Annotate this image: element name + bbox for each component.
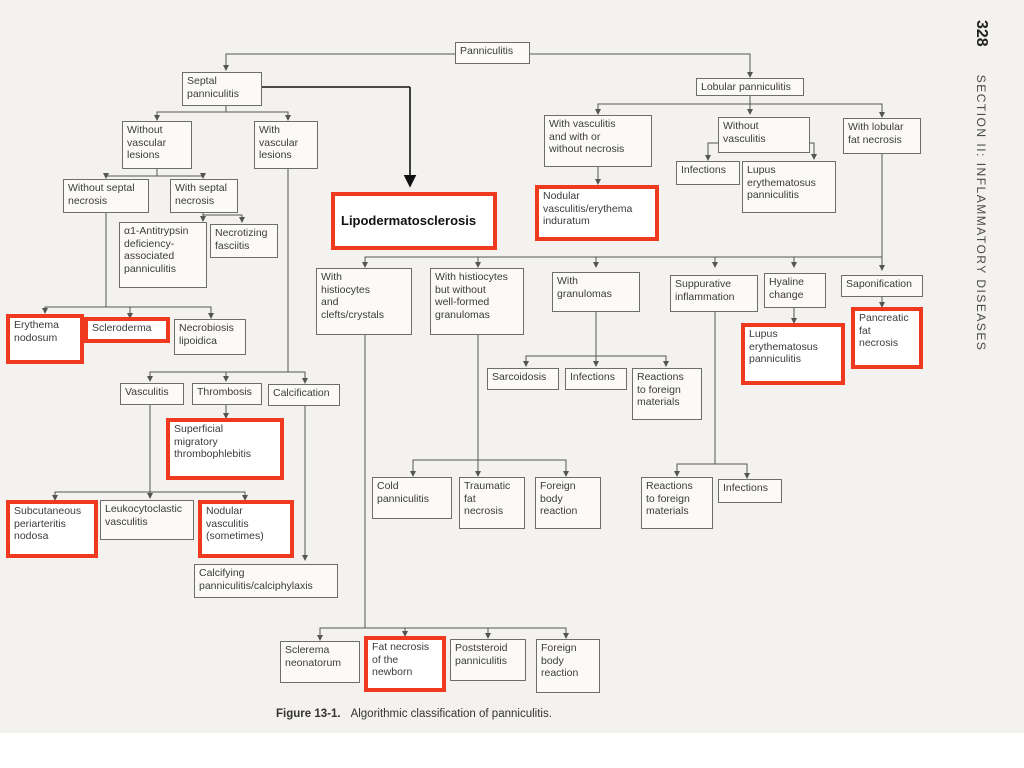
figure-caption-text: Algorithmic classification of panniculit… [350,708,552,720]
node-foreign-body-reaction-2: Foreign body reaction [536,639,600,693]
node-infections-suppurative: Infections [718,479,782,503]
node-nodular-vasculitis-sometimes: Nodular vasculitis (sometimes) [198,500,294,558]
node-pancreatic-fat-necrosis: Pancreatic fat necrosis [851,307,923,369]
node-without-vasculitis: Without vasculitis [718,117,810,153]
node-erythema-nodosum: Erythema nodosum [6,314,84,364]
node-without-septal-necrosis: Without septal necrosis [63,179,149,213]
node-infections-granulomas: Infections [565,368,627,390]
node-poststeroid-panniculitis: Poststeroid panniculitis [450,639,526,681]
figure-caption: Figure 13-1. Algorithmic classification o… [276,708,552,720]
node-with-granulomas: With granulomas [552,272,640,312]
bottom-margin [0,733,1024,768]
node-suppurative-inflammation: Suppurative inflammation [670,275,758,312]
node-panniculitis: Panniculitis [455,42,530,64]
node-saponification: Saponification [841,275,923,297]
page-number: 328 [973,20,990,47]
node-foreign-body-reaction-1: Foreign body reaction [535,477,601,529]
node-septal-panniculitis: Septal panniculitis [182,72,262,106]
node-scleroderma: Scleroderma [84,317,170,343]
node-vasculitis: Vasculitis [120,383,184,405]
node-with-septal-necrosis: With septal necrosis [170,179,238,213]
node-necrotizing-fasciitis: Necrotizing fasciitis [210,224,278,258]
node-lupus-panniculitis-hyaline: Lupus erythematosus panniculitis [741,323,845,385]
node-fat-necrosis-newborn: Fat necrosis of the newborn [364,636,446,692]
node-calcification: Calcification [268,384,340,406]
node-alpha1-antitrypsin: α1-Antitrypsin deficiency- associated pa… [119,222,207,288]
figure-label: Figure 13-1. [276,708,341,720]
node-cold-panniculitis: Cold panniculitis [372,477,452,519]
node-infections-lobular: Infections [676,161,740,185]
section-heading: SECTION II: INFLAMMATORY DISEASES [974,74,988,352]
node-superficial-migratory-thrombophlebitis: Superficial migratory thrombophlebitis [166,418,284,480]
node-reactions-foreign-materials-suppurative: Reactions to foreign materials [641,477,713,529]
node-reactions-foreign-materials-granulomas: Reactions to foreign materials [632,368,702,420]
node-traumatic-fat-necrosis: Traumatic fat necrosis [459,477,525,529]
node-without-vascular-lesions: Without vascular lesions [122,121,192,169]
page-margin-heading: 328SECTION II: INFLAMMATORY DISEASES [972,20,990,351]
node-lupus-panniculitis-lobular: Lupus erythematosus panniculitis [742,161,836,213]
node-sarcoidosis: Sarcoidosis [487,368,559,390]
node-with-vasculitis: With vasculitis and with or without necr… [544,115,652,167]
node-histiocytes-without-granulomas: With histiocytes but without well-formed… [430,268,524,335]
node-with-vascular-lesions: With vascular lesions [254,121,318,169]
node-necrobiosis-lipoidica: Necrobiosis lipoidica [174,319,246,355]
node-leukocytoclastic-vasculitis: Leukocytoclastic vasculitis [100,500,194,540]
node-sclerema-neonatorum: Sclerema neonatorum [280,641,360,683]
node-lipodermatosclerosis: Lipodermatosclerosis [331,192,497,250]
node-histiocytes-clefts-crystals: With histiocytes and clefts/crystals [316,268,412,335]
node-thrombosis: Thrombosis [192,383,262,405]
node-with-lobular-fat-necrosis: With lobular fat necrosis [843,118,921,154]
node-subcutaneous-periarteritis-nodosa: Subcutaneous periarteritis nodosa [6,500,98,558]
node-hyaline-change: Hyaline change [764,273,826,308]
node-nodular-vasculitis-erythema-induratum: Nodular vasculitis/erythema induratum [535,185,659,241]
node-calcifying-panniculitis: Calcifying panniculitis/calciphylaxis [194,564,338,598]
node-lobular-panniculitis: Lobular panniculitis [696,78,804,96]
